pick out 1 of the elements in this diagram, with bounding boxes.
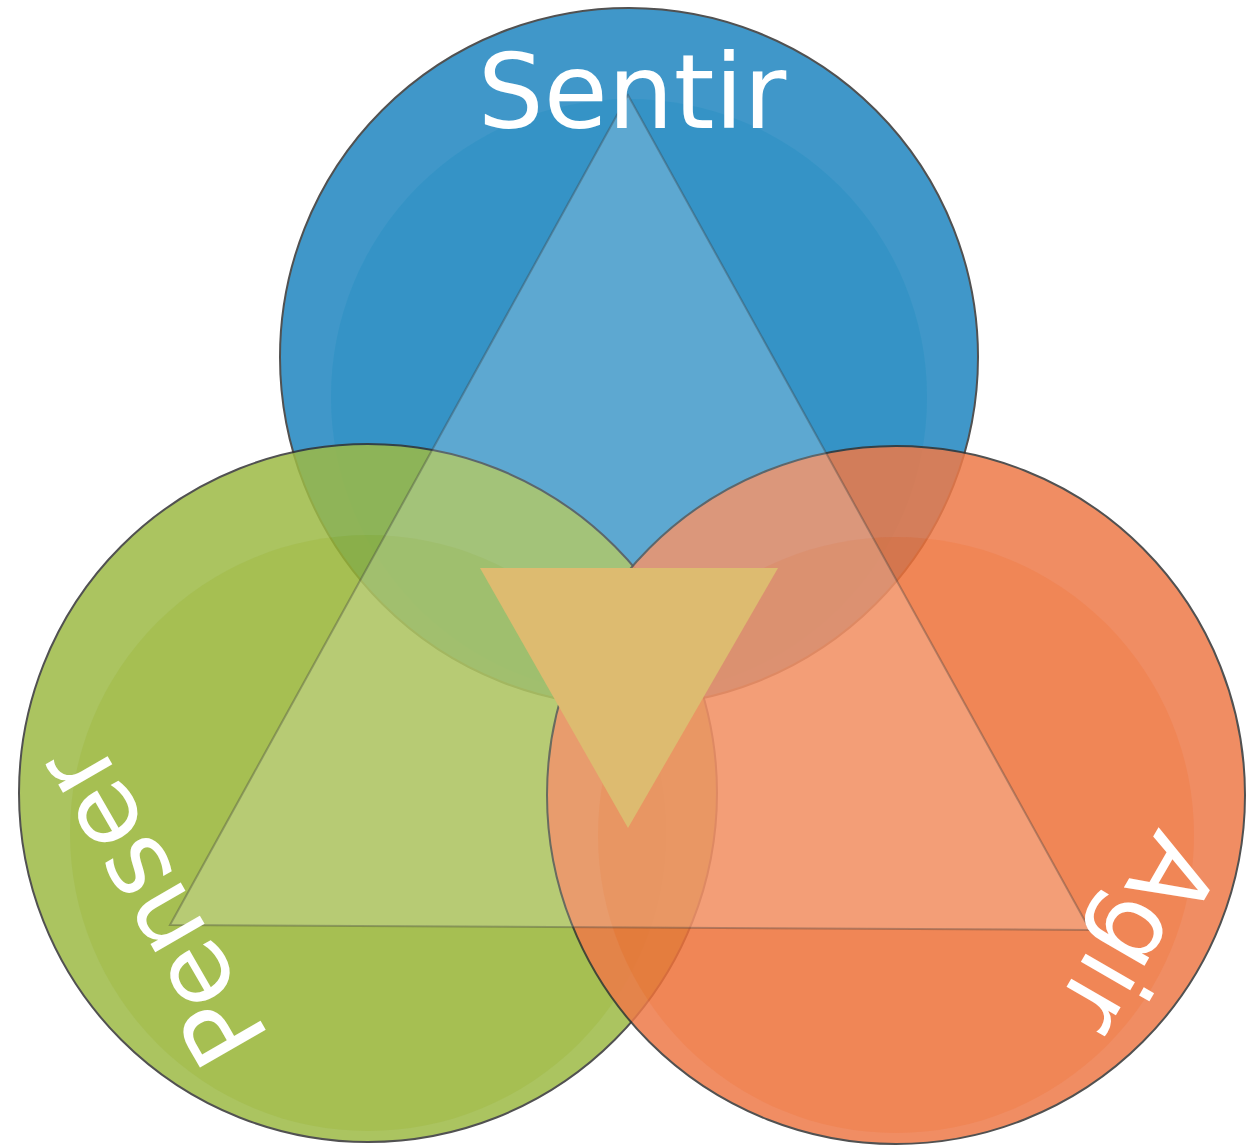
circle-label: Sentir <box>477 40 787 144</box>
